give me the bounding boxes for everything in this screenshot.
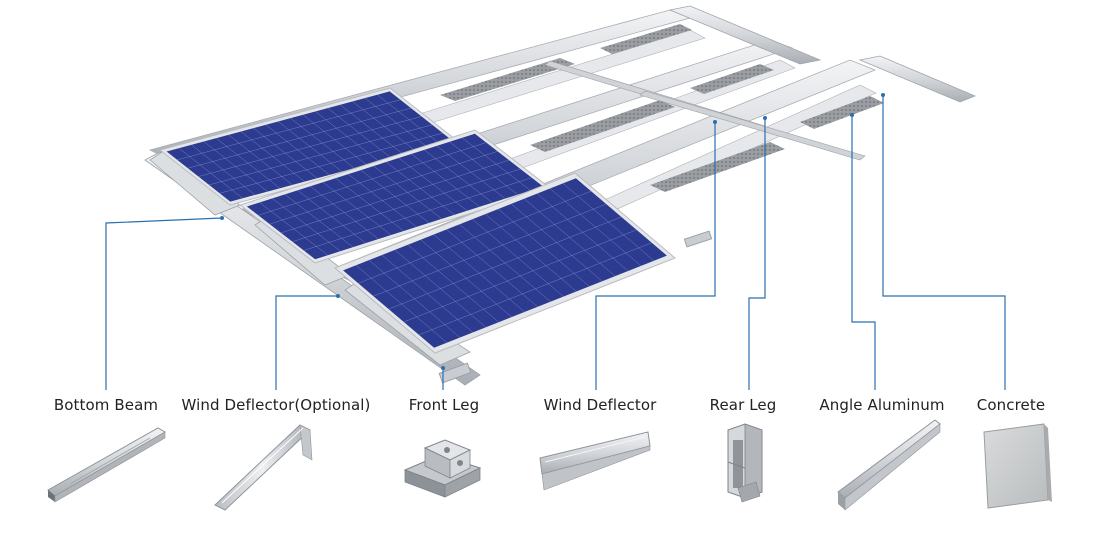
panel-cell-line	[177, 99, 401, 161]
deflector-mesh-1	[440, 58, 575, 101]
rear-leg-illustration	[727, 423, 763, 503]
leader-dot-2	[336, 294, 340, 298]
label-wind-deflector-optional: Wind Deflector(Optional)	[181, 396, 371, 414]
leader-dot-7	[881, 93, 885, 97]
label-angle-aluminum: Angle Aluminum	[819, 396, 945, 414]
front-leg-illustration	[403, 439, 482, 498]
panel-cell-line	[219, 132, 443, 194]
wind-deflector-illustration	[539, 431, 651, 491]
panel-cell-line	[258, 142, 487, 216]
leader-lines	[105, 95, 1006, 390]
panel-cell-line	[198, 116, 422, 177]
leader-dot-1	[220, 216, 224, 220]
rail-structure	[144, 5, 977, 386]
deflector-mesh-2	[600, 24, 692, 54]
deflector-mesh-5	[650, 142, 785, 192]
bottom-beam-illustration	[47, 427, 167, 503]
deflector-mesh-6	[800, 96, 884, 129]
panel-cell-line	[292, 168, 521, 242]
panel-cell-line	[303, 177, 532, 251]
leader-concrete	[882, 95, 1006, 390]
label-wind-deflector: Wind Deflector	[543, 396, 657, 414]
foot-plate-2	[683, 230, 713, 248]
leader-dot-5	[763, 116, 767, 120]
leader-dot-4	[713, 120, 717, 124]
label-rear-leg: Rear Leg	[709, 396, 777, 414]
rear-rail-end	[858, 55, 977, 103]
leader-angle-aluminum	[851, 115, 876, 390]
panel-cell-line	[403, 229, 637, 323]
panel-cell-line	[373, 203, 607, 297]
panel-cell-line	[269, 151, 498, 225]
leader-wind-deflector-optional	[275, 295, 338, 390]
panel-cell-line	[187, 107, 411, 169]
leader-wind-deflector	[595, 122, 716, 390]
leader-rear-leg	[748, 118, 766, 390]
panel-cell-line	[388, 216, 622, 310]
leader-bottom-beam	[105, 217, 223, 390]
deflector-mesh-3	[530, 100, 675, 152]
panel-cell-line	[418, 242, 652, 336]
panel-cell-line	[358, 190, 592, 284]
deflector-mesh-4	[690, 64, 774, 94]
leader-dot-3	[441, 366, 445, 370]
foot-plate	[438, 362, 472, 384]
rear-rail-end-2	[668, 5, 822, 65]
label-concrete: Concrete	[976, 396, 1046, 414]
label-front-leg: Front Leg	[408, 396, 480, 414]
panel-cell-line	[280, 159, 510, 234]
cross-beam-2	[639, 90, 866, 161]
solar-panels	[158, 87, 676, 354]
concrete-illustration	[983, 423, 1052, 509]
label-bottom-beam: Bottom Beam	[53, 396, 159, 414]
leader-dot-6	[850, 113, 854, 117]
panel-cell-line	[209, 124, 433, 186]
wind-deflector-optional-illustration	[214, 424, 313, 511]
angle-aluminum-illustration	[837, 419, 941, 511]
